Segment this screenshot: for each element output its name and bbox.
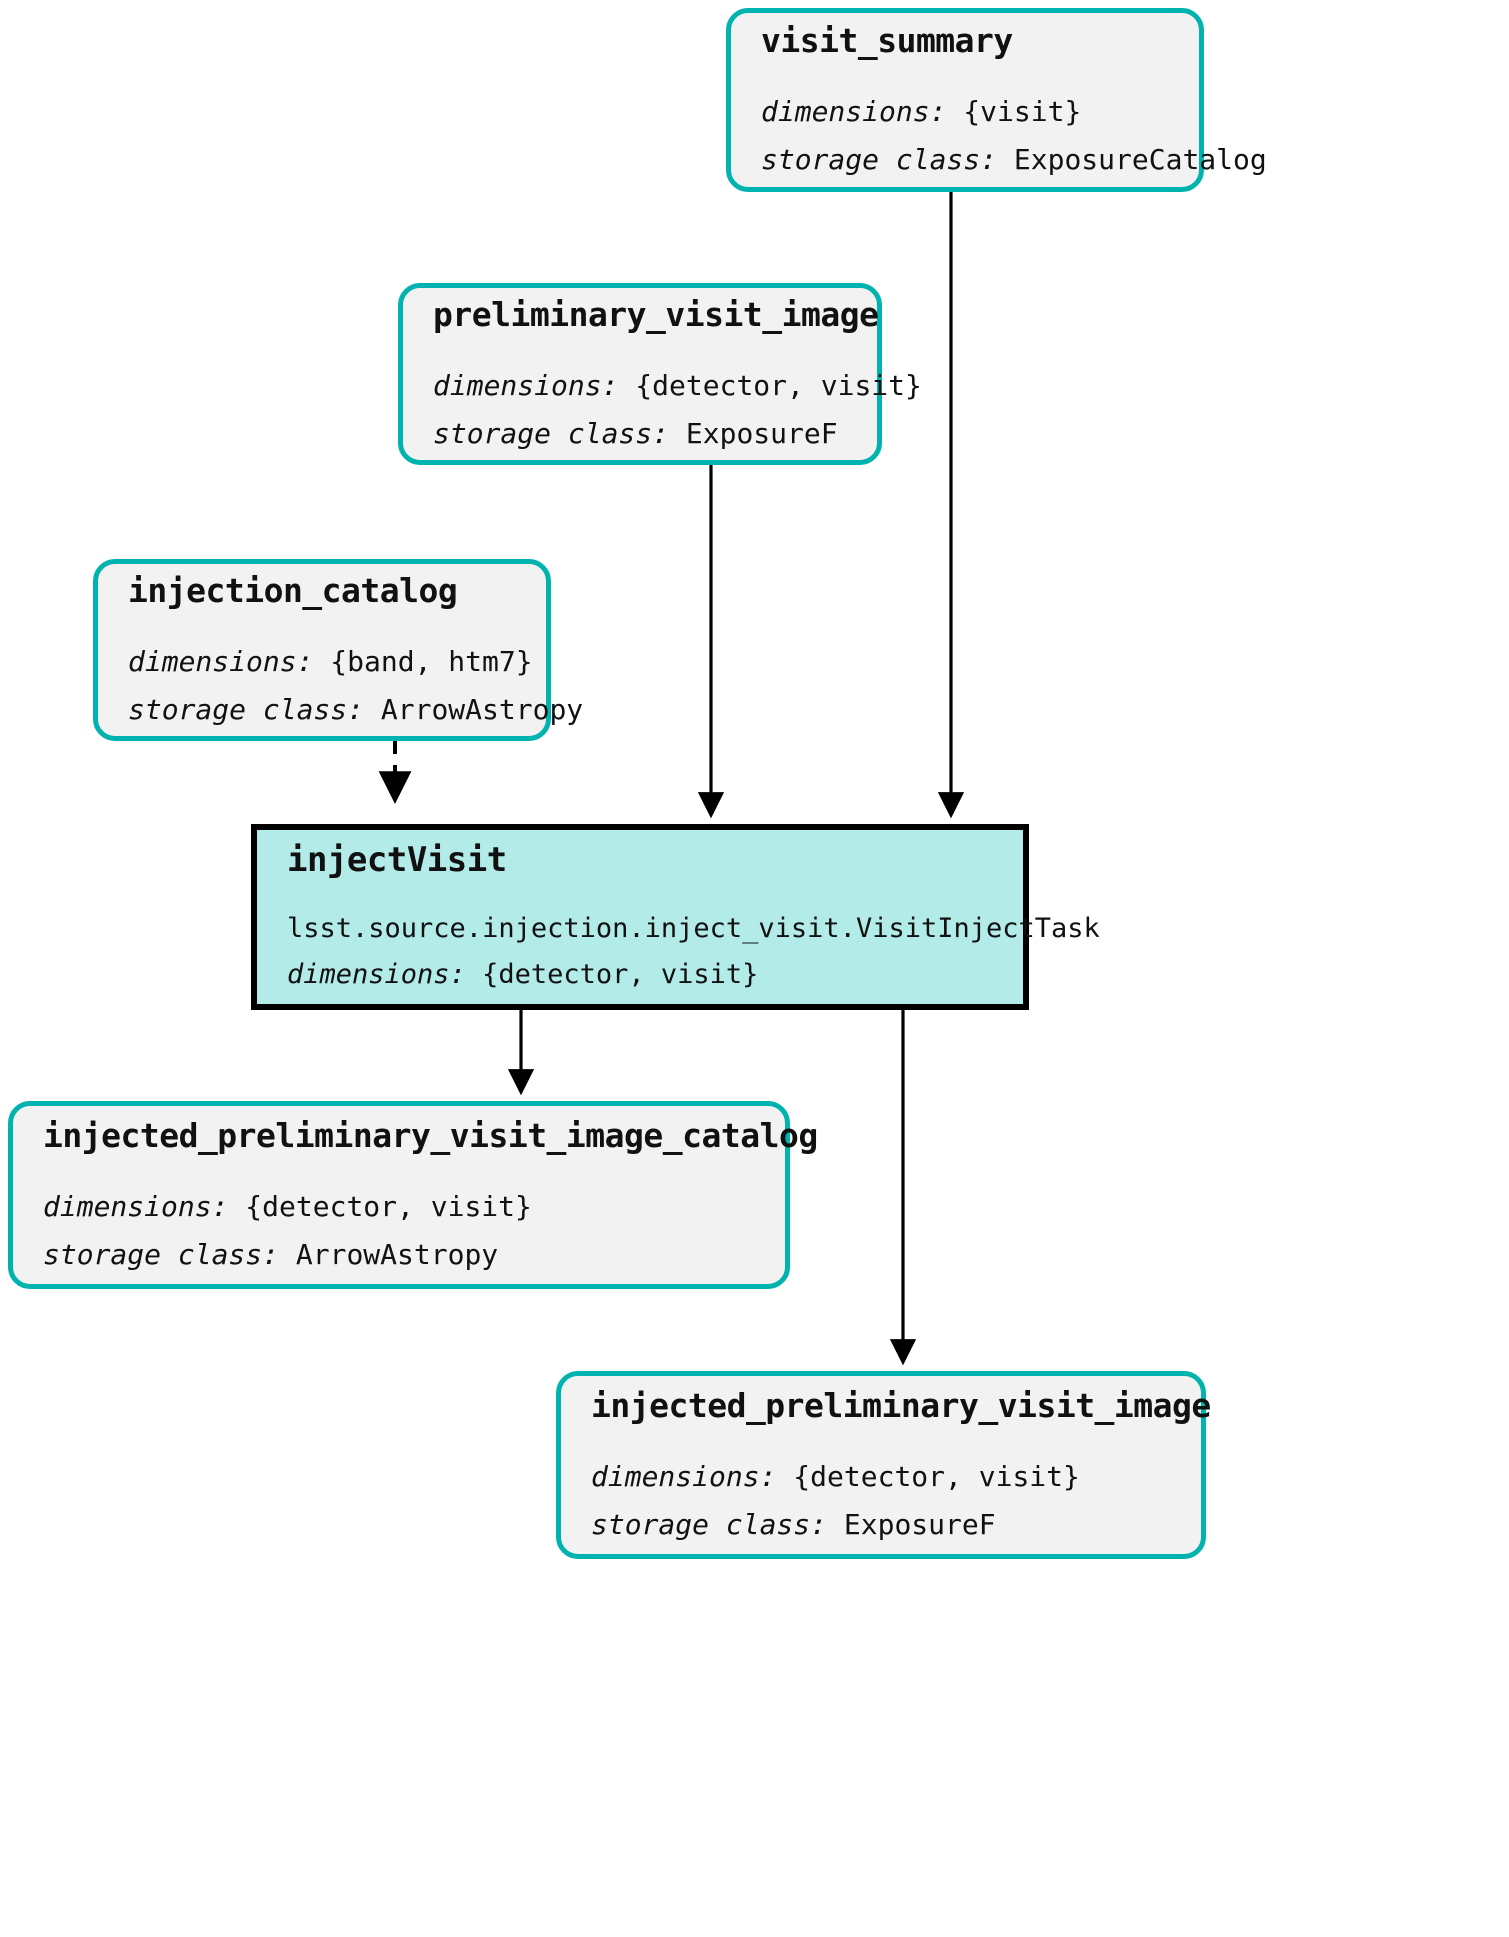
- dimensions-value: {detector, visit}: [793, 1460, 1080, 1494]
- storage-class-label: storage class:: [433, 416, 670, 450]
- dimensions-label: dimensions:: [761, 95, 947, 129]
- dimensions-label: dimensions:: [591, 1460, 777, 1494]
- dimensions-value: {detector, visit}: [482, 959, 759, 990]
- dataset-node-preliminary-visit-image[interactable]: preliminary_visit_image dimensions: {det…: [398, 283, 922, 465]
- node-dimensions-row: dimensions: {detector, visit}: [43, 1191, 755, 1222]
- dimensions-label: dimensions:: [433, 369, 619, 403]
- dimensions-value: {detector, visit}: [635, 369, 922, 403]
- node-dimensions-row: dimensions: {detector, visit}: [287, 959, 993, 990]
- node-storage-class-row: storage class: ExposureF: [433, 416, 847, 450]
- dataset-node-injected-preliminary-visit-image[interactable]: injected_preliminary_visit_image dimensi…: [556, 1371, 1211, 1559]
- storage-class-value: ExposureF: [843, 1507, 996, 1541]
- node-dimensions-row: dimensions: {band, htm7}: [128, 645, 533, 679]
- dimensions-label: dimensions:: [128, 645, 314, 679]
- node-dimensions-row: dimensions: {visit}: [761, 96, 1169, 127]
- dimensions-value: {visit}: [963, 95, 1082, 129]
- node-storage-class-row: storage class: ExposureCatalog: [761, 142, 1267, 176]
- storage-class-value: ExposureCatalog: [1013, 142, 1267, 176]
- node-storage-class-row: storage class: ArrowAstropy: [43, 1237, 755, 1271]
- storage-class-value: ArrowAstropy: [380, 692, 584, 726]
- dimensions-label: dimensions:: [287, 959, 466, 990]
- dimensions-value: {detector, visit}: [245, 1190, 532, 1224]
- storage-class-value: ArrowAstropy: [295, 1237, 499, 1271]
- storage-class-label: storage class:: [128, 692, 365, 726]
- node-title: preliminary_visit_image: [433, 295, 879, 335]
- dimensions-label: dimensions:: [43, 1190, 229, 1224]
- storage-class-label: storage class:: [761, 142, 998, 176]
- dimensions-value: {band, htm7}: [330, 645, 533, 679]
- storage-class-label: storage class:: [591, 1507, 828, 1541]
- node-title: injected_preliminary_visit_image: [591, 1386, 1211, 1426]
- node-title: visit_summary: [761, 21, 1013, 61]
- node-title: injectVisit: [287, 839, 507, 880]
- node-storage-class-row: storage class: ArrowAstropy: [128, 692, 583, 726]
- node-title: injection_catalog: [128, 571, 458, 611]
- storage-class-value: ExposureF: [685, 416, 838, 450]
- storage-class-label: storage class:: [43, 1237, 280, 1271]
- node-storage-class-row: storage class: ExposureF: [591, 1507, 1171, 1541]
- task-node-injectvisit[interactable]: injectVisit lsst.source.injection.inject…: [251, 824, 1100, 1010]
- dataset-node-visit-summary[interactable]: visit_summary dimensions: {visit} storag…: [726, 8, 1267, 192]
- node-dimensions-row: dimensions: {detector, visit}: [591, 1461, 1171, 1492]
- node-title: injected_preliminary_visit_image_catalog: [43, 1116, 818, 1156]
- task-class-row: lsst.source.injection.inject_visit.Visit…: [287, 912, 1100, 944]
- node-dimensions-row: dimensions: {detector, visit}: [433, 369, 922, 403]
- dataset-node-injected-preliminary-visit-image-catalog[interactable]: injected_preliminary_visit_image_catalog…: [8, 1101, 818, 1289]
- dataset-node-injection-catalog[interactable]: injection_catalog dimensions: {band, htm…: [93, 559, 583, 741]
